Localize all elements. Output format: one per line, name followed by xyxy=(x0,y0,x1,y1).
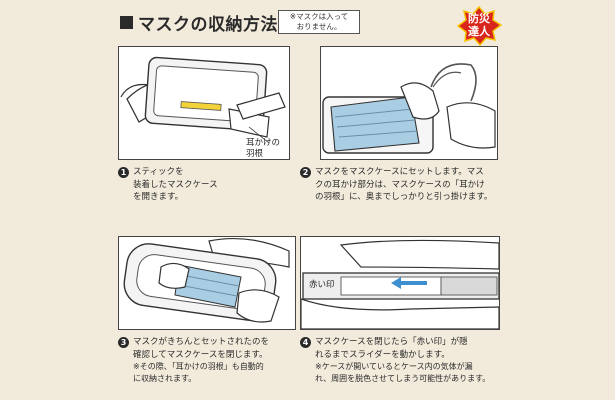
bosai-tatsujin-logo: 防災 達人 xyxy=(456,5,503,47)
page-title: マスクの収納方法 xyxy=(138,14,278,35)
step-1-text: スティックを 装着したマスクケース を開きます。 xyxy=(133,167,218,202)
illustration-close-case xyxy=(118,236,296,330)
step-4-number: 4 xyxy=(300,337,311,348)
illustration-slider: 赤い印 xyxy=(300,236,500,330)
logo-badge-icon xyxy=(456,5,503,47)
step-3-text: マスクがきちんとセットされたのを 確認してマスクケースを閉じます。 xyxy=(133,337,270,360)
step-2-number: 2 xyxy=(300,167,311,178)
red-mark-label: 赤い印 xyxy=(309,280,335,290)
step-4-note: ※ケースが開いているとケース内の気体が漏 れ、周囲を脱色させてしまう可能性があり… xyxy=(315,362,491,383)
step-2: 2 マスクをマスクケースにセットします。マス クの耳かけ部分は、マスクケースの「… xyxy=(300,166,508,204)
step-1: 1 スティックを 装着したマスクケース を開きます。 xyxy=(118,166,288,204)
illustration-set-mask xyxy=(320,46,498,160)
step-1-number: 1 xyxy=(118,167,129,178)
step-4-text: マスクケースを閉じたら「赤い印」が隠 れるまでスライダーを動かします。 xyxy=(315,337,468,360)
logo-line1: 防災 xyxy=(468,12,490,25)
illustration-open-case xyxy=(118,46,290,160)
mask-not-included-note: ※マスクは入って おりません。 xyxy=(278,10,360,34)
logo-line2: 達人 xyxy=(468,25,490,38)
step-3: 3 マスクがきちんとセットされたのを 確認してマスクケースを閉じます。 ※その際… xyxy=(118,336,298,385)
ear-hook-label: 耳かけの 羽根 xyxy=(246,138,281,159)
step-3-number: 3 xyxy=(118,337,129,348)
step-3-note: ※その際、「耳かけの羽根」も自動的 に収納されます。 xyxy=(133,362,264,383)
slide-arrow-icon xyxy=(391,277,401,289)
step-2-text: マスクをマスクケースにセットします。マス クの耳かけ部分は、マスクケースの「耳か… xyxy=(315,167,493,202)
title-row: マスクの収納方法 xyxy=(120,8,278,36)
step-4: 4 マスクケースを閉じたら「赤い印」が隠 れるまでスライダーを動かします。 ※ケ… xyxy=(300,336,510,385)
title-square-icon xyxy=(120,15,133,29)
